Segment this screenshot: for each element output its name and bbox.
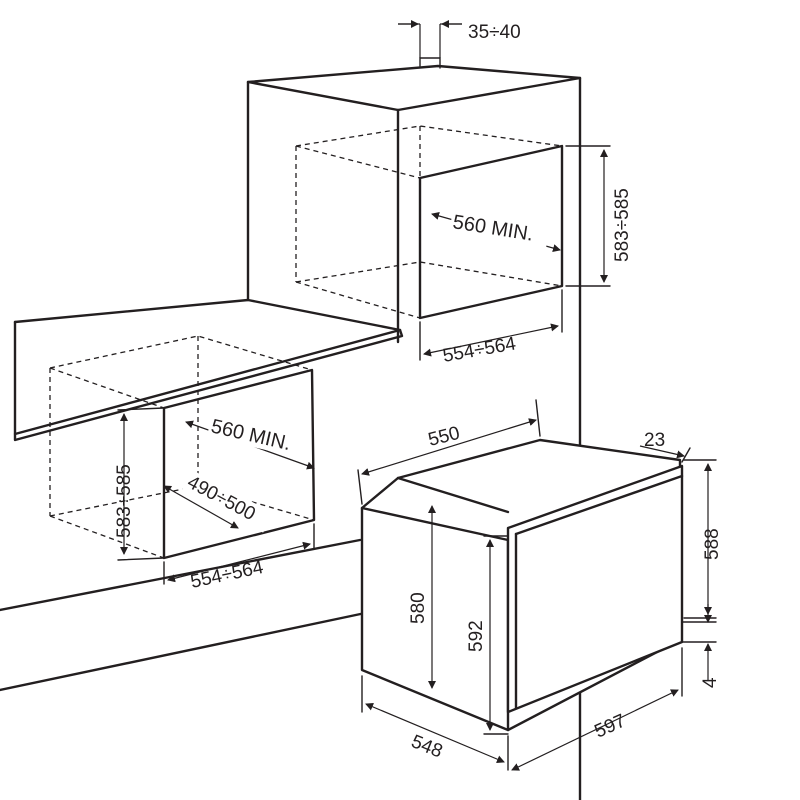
label-lower-niche-width: 554÷564	[189, 557, 266, 593]
label-oven-depth-bottom: 548	[408, 731, 445, 762]
upper-cabinet	[246, 57, 582, 800]
label-lower-niche-inner: 490÷500	[184, 472, 259, 525]
label-lower-niche-height: 583÷585	[114, 464, 135, 538]
label-bottom-gap: 4	[700, 677, 721, 688]
label-oven-depth-top: 550	[426, 423, 462, 451]
label-lower-niche-depth: 560 MIN.	[209, 415, 293, 455]
label-door-offset: 23	[644, 430, 665, 451]
label-oven-total-height: 588	[702, 528, 723, 560]
label-top-gap: 35÷40	[468, 22, 521, 43]
label-oven-front-height: 592	[466, 620, 487, 652]
label-upper-niche-depth: 560 MIN.	[451, 211, 535, 245]
label-oven-width: 597	[591, 710, 629, 742]
oven	[360, 438, 684, 732]
label-upper-niche-width: 554÷564	[441, 333, 518, 367]
label-upper-niche-height: 583÷585	[612, 188, 633, 262]
label-oven-body-height: 580	[408, 592, 429, 624]
